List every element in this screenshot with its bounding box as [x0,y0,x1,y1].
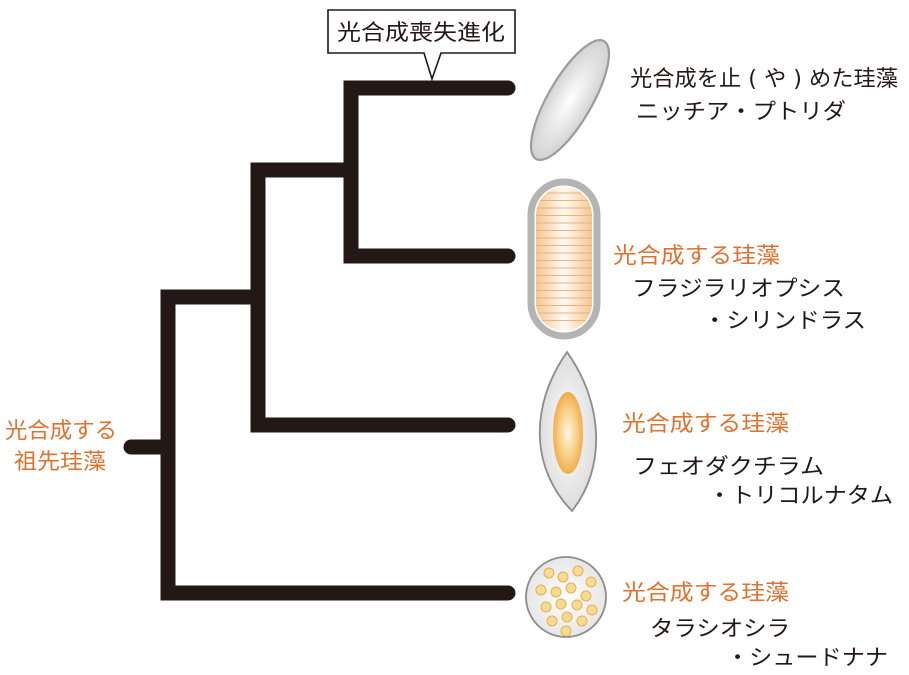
plastid-dot [586,604,598,616]
plastid-dot [580,590,592,602]
fragilariopsis-cell-illustration [527,178,601,340]
capsule-stripes [536,192,592,321]
taxon-label-nitzschia: 光合成を止 ( や ) めた珪藻 ニッチア・プトリダ [630,67,898,125]
taxon-name-line1: フェオダクチラム [633,455,824,480]
taxon-name-line1: タラシオシラ [650,617,790,642]
taxon-name: ニッチア・プトリダ [636,100,846,125]
taxon-label-phaeodactylum: 光合成する珪藻 フェオダクチラム ・トリコルナタム [622,412,893,509]
plastid-dot [572,565,584,577]
plastid-dot [571,599,583,611]
taxon-name-line1: フラジラリオプシス [632,277,845,302]
taxon-status: 光合成する珪藻 [622,581,789,606]
plastid-dot [561,611,573,623]
plastid-dot [546,615,558,627]
ancestor-label: 光合成する 祖先珪藻 [5,419,117,475]
callout-bubble [327,9,516,82]
phaeodactylum-cell-illustration [538,350,598,513]
taxon-label-thalassiosira: 光合成する珪藻 タラシオシラ ・シュードナナ [622,581,888,671]
plastid-dot [585,576,597,588]
taxon-status: 光合成する珪藻 [613,244,780,269]
plastid-dots [535,565,598,637]
plastid-dot [535,584,547,596]
thalassiosira-cell-illustration [525,556,607,638]
taxon-status: 光合成する珪藻 [622,412,789,437]
plastid-dot [555,598,567,610]
centric-cell [525,556,607,638]
plastid-dot [540,601,552,613]
photosynthesis-loss-callout: 光合成喪失進化 [327,9,516,82]
colorless-cell [529,38,611,162]
plastid-dot [557,571,569,583]
taxon-name-line2: ・シリンドラス [703,309,866,334]
plastid-dot [560,625,572,637]
plastid-dot [550,586,562,598]
ancestor-label-line2: 祖先珪藻 [14,450,106,475]
nitzschia-cell-illustration [529,38,611,162]
phylogenetic-tree [123,80,516,601]
capsule-cell-interior [536,187,592,331]
taxon-name-line2: ・シュードナナ [726,646,888,671]
plastid-dot [543,567,555,579]
taxon-label-fragilariopsis: 光合成する珪藻 フラジラリオプシス ・シリンドラス [613,244,866,334]
plastid [553,392,583,474]
ancestor-label-line1: 光合成する [5,419,117,444]
plastid-dot [565,582,577,594]
callout-label: 光合成喪失進化 [337,21,505,46]
taxon-name-line2: ・トリコルナタム [708,484,893,509]
taxon-status: 光合成を止 ( や ) めた珪藻 [630,67,898,92]
plastid-dot [576,615,588,627]
